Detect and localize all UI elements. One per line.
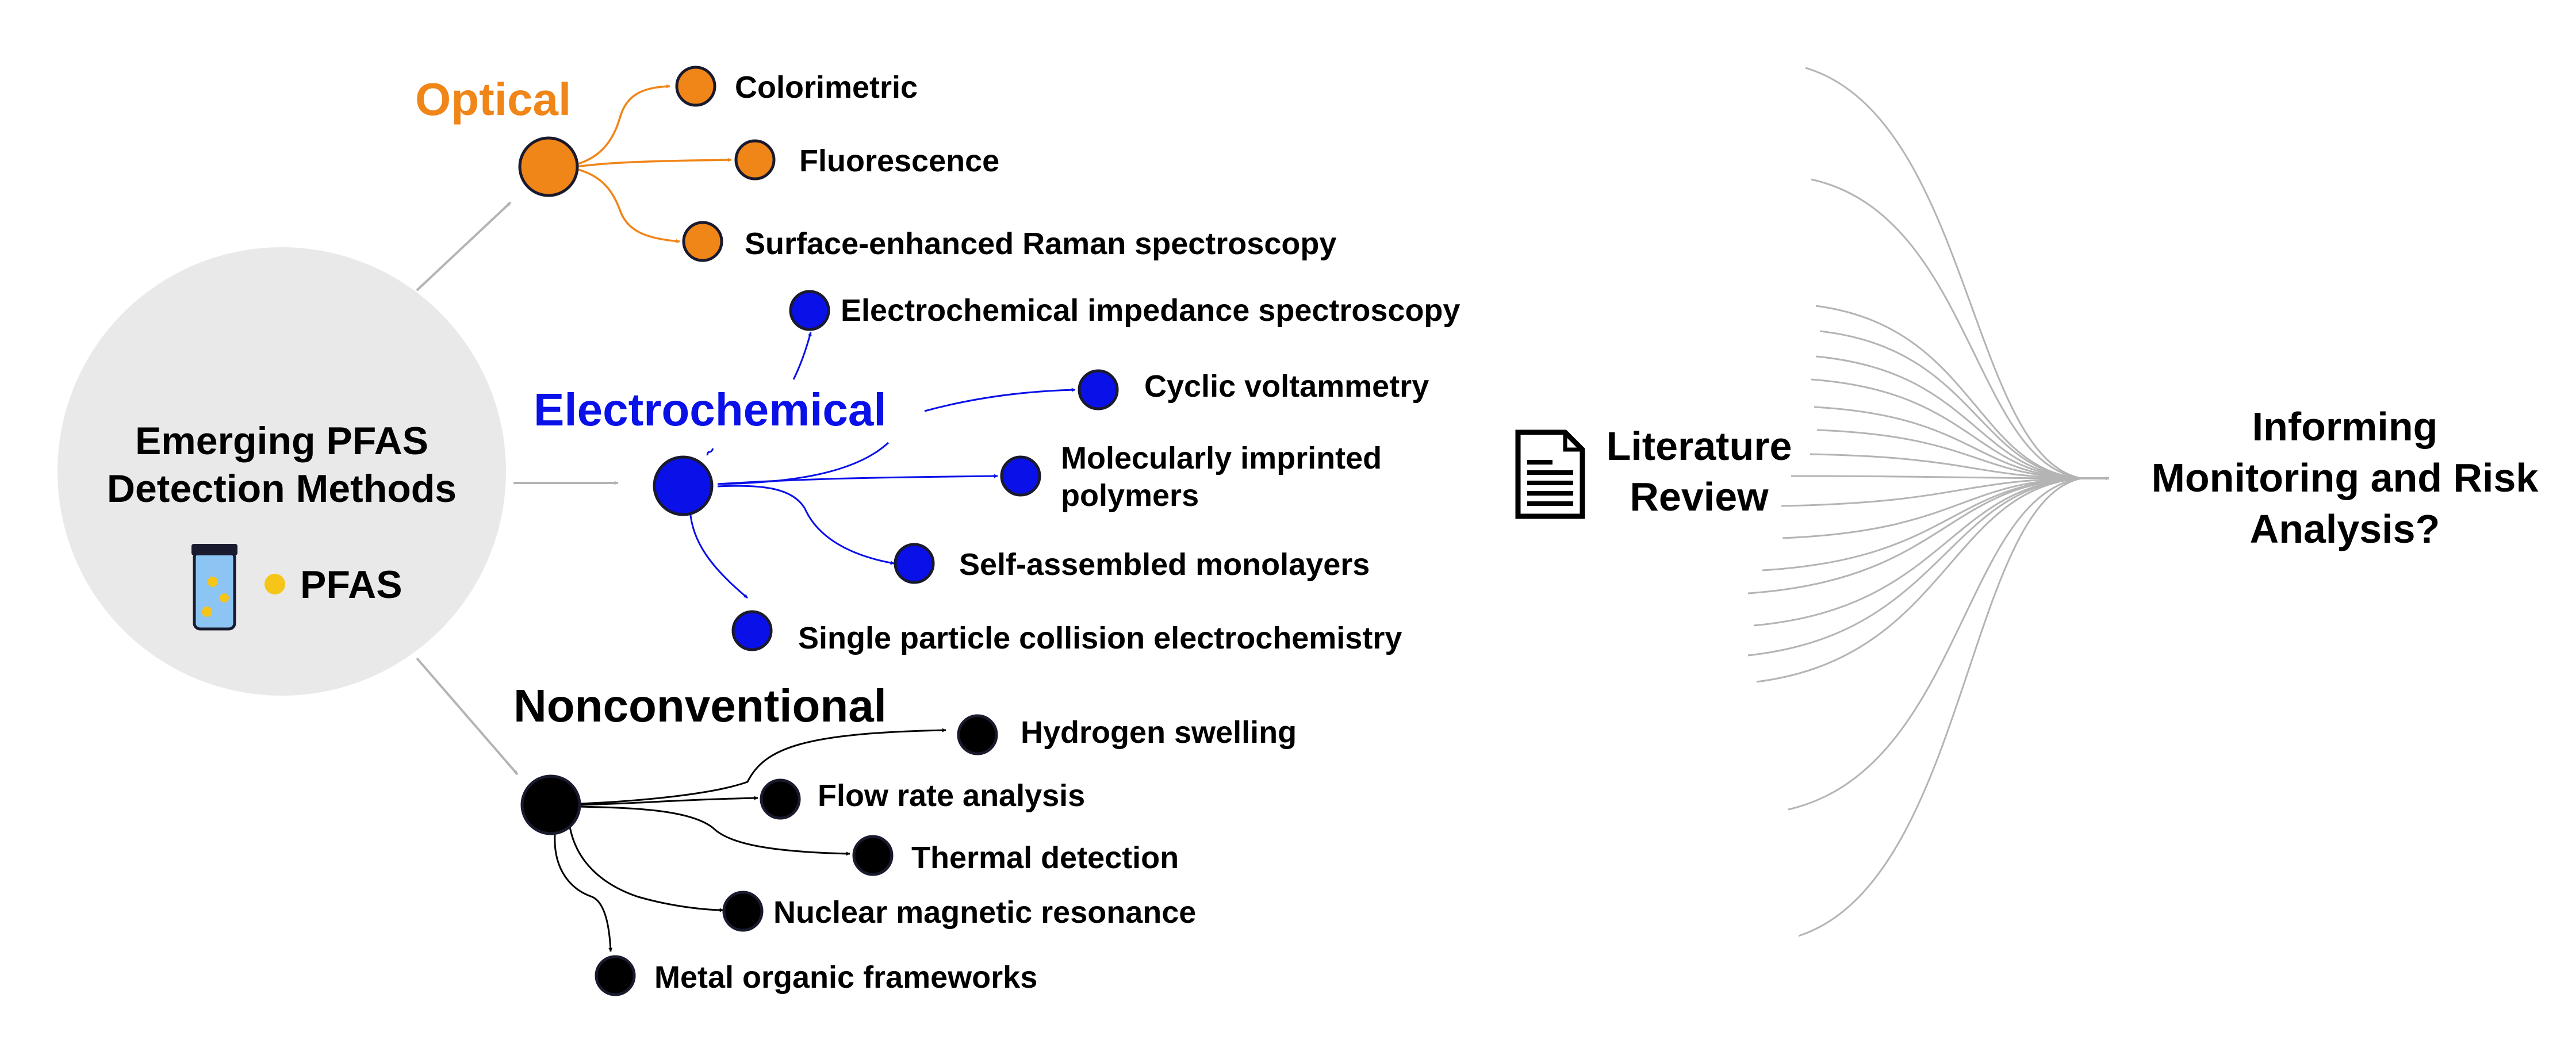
nonconventional-branches bbox=[554, 728, 946, 952]
fan-line-16 bbox=[1756, 477, 2082, 683]
optical-node-colorimetric bbox=[675, 66, 716, 107]
fan-line-3 bbox=[1819, 330, 2082, 479]
connector-to-optical bbox=[416, 201, 512, 291]
electrochemical-label: Electrochemical bbox=[534, 384, 887, 435]
electrochemical-hub bbox=[653, 455, 714, 516]
nonconventional-node-nmr bbox=[722, 891, 764, 932]
document-icon bbox=[1515, 429, 1585, 519]
optical-hub bbox=[518, 136, 579, 197]
fan-line-18 bbox=[1798, 477, 2082, 937]
outcome-line1: Informing bbox=[2252, 404, 2438, 449]
fan-line-14 bbox=[1753, 477, 2082, 627]
pfas-legend-dot bbox=[264, 574, 285, 594]
fan-line-6 bbox=[1814, 406, 2082, 479]
fan-line-7 bbox=[1816, 429, 2082, 479]
fan-line-8 bbox=[1810, 453, 2082, 479]
optical-item-sers: Surface-enhanced Raman spectroscopy bbox=[745, 227, 1336, 261]
optical-item-colorimetric: Colorimetric bbox=[735, 70, 918, 105]
fan-line-1 bbox=[1811, 178, 2082, 479]
nonconventional-label: Nonconventional bbox=[513, 680, 887, 731]
nonconventional-item-flow: Flow rate analysis bbox=[818, 778, 1085, 813]
pfas-legend-label: PFAS bbox=[300, 563, 402, 607]
literature-line1: Literature bbox=[1607, 424, 1792, 469]
electrochemical-item-mip-line2: polymers bbox=[1061, 478, 1199, 513]
fan-line-10 bbox=[1781, 477, 2082, 507]
fan-line-17 bbox=[1788, 477, 2082, 811]
electrochemical-item-sam: Self-assembled monolayers bbox=[959, 547, 1370, 582]
electrochemical-node-cv bbox=[1078, 369, 1119, 410]
nonconventional-node-thermal bbox=[852, 835, 894, 876]
electrochemical-item-eis: Electrochemical impedance spectroscopy bbox=[841, 293, 1460, 328]
fan-line-12 bbox=[1762, 477, 2082, 571]
electrochemical-item-mip-line1: Molecularly imprinted bbox=[1061, 441, 1382, 475]
outcome-line3: Analysis? bbox=[2250, 507, 2440, 551]
electrochemical-node-eis bbox=[789, 290, 830, 331]
electrochemical-node-sam bbox=[894, 543, 935, 584]
nonconventional-item-nmr: Nuclear magnetic resonance bbox=[773, 895, 1196, 930]
optical-item-fluorescence: Fluorescence bbox=[799, 144, 999, 178]
fan-line-15 bbox=[1747, 477, 2082, 657]
fan-line-4 bbox=[1815, 355, 2082, 479]
nonconventional-node-flow bbox=[760, 778, 801, 820]
fan-line-0 bbox=[1805, 67, 2082, 479]
electrochemical-item-spce: Single particle collision electrochemist… bbox=[798, 621, 1402, 655]
center-title-line2: Detection Methods bbox=[107, 467, 457, 511]
nonconventional-item-mof: Metal organic frameworks bbox=[654, 960, 1037, 995]
electrochemical-branches bbox=[689, 332, 1076, 599]
optical-node-fluorescence bbox=[734, 139, 776, 181]
electrochemical-item-cv: Cyclic voltammetry bbox=[1144, 369, 1429, 404]
center-title-line1: Emerging PFAS bbox=[135, 419, 428, 463]
nonconventional-item-hydrogen: Hydrogen swelling bbox=[1021, 715, 1297, 750]
optical-node-sers bbox=[682, 221, 723, 262]
nonconventional-node-mof bbox=[595, 955, 636, 996]
nonconventional-item-thermal: Thermal detection bbox=[911, 841, 1179, 875]
electrochemical-node-mip bbox=[1000, 455, 1041, 497]
electrochemical-node-spce bbox=[731, 610, 773, 651]
outcome-line2: Monitoring and Risk bbox=[2152, 455, 2539, 500]
literature-line2: Review bbox=[1630, 474, 1769, 519]
center-circle bbox=[57, 247, 506, 696]
fan-line-2 bbox=[1815, 305, 2082, 479]
fan-line-5 bbox=[1811, 378, 2082, 479]
optical-label: Optical bbox=[415, 74, 571, 125]
nonconventional-node-hydrogen bbox=[957, 714, 998, 755]
fan-line-9 bbox=[1791, 475, 2082, 479]
fan-line-13 bbox=[1747, 477, 2082, 594]
connector-to-nonconventional bbox=[416, 657, 519, 776]
fan-line-11 bbox=[1782, 477, 2082, 539]
nonconventional-hub bbox=[520, 774, 581, 835]
vial-icon bbox=[191, 544, 237, 631]
converging-lines bbox=[1747, 67, 2082, 937]
optical-branches bbox=[576, 84, 732, 243]
